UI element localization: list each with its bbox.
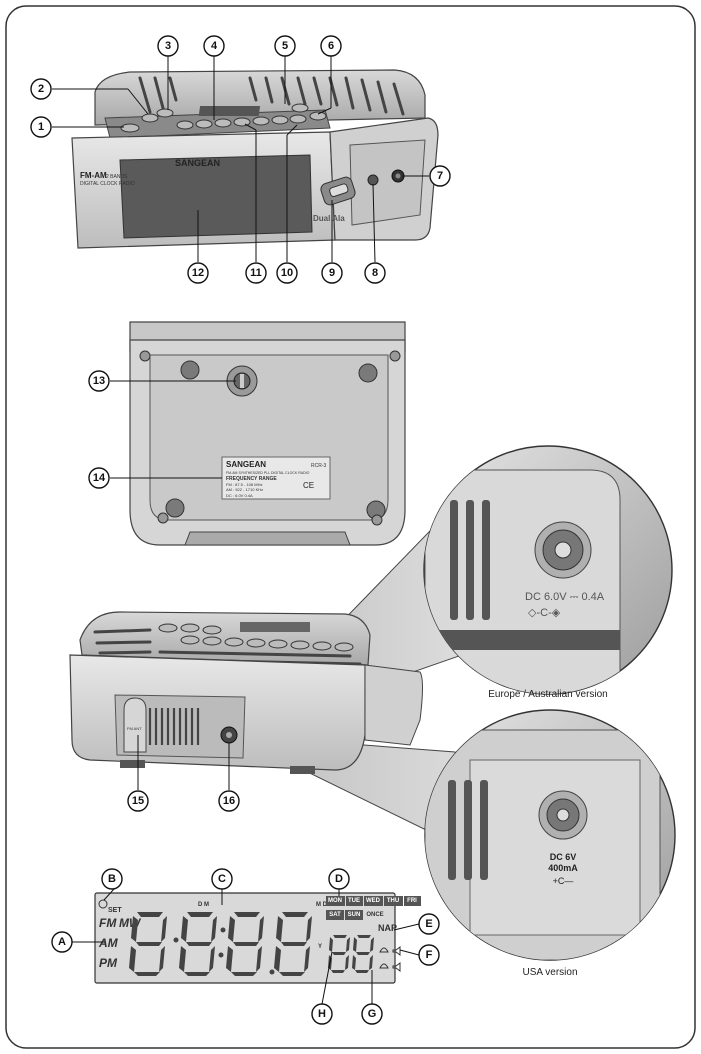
lcd-day-fri-box xyxy=(404,896,421,906)
lcd-pm: PM xyxy=(99,956,118,970)
zoom-eu-rating: DC 6.0V ⎓ 0.4A xyxy=(525,591,605,603)
callout-e: E xyxy=(425,918,432,930)
callout-1: 1 xyxy=(38,121,44,133)
bottom-label-am: AM : 522 - 1710 KHz xyxy=(226,487,263,492)
lcd-day-fri: FRI xyxy=(407,898,417,904)
front-side-text: Dual Ala xyxy=(313,214,345,223)
lcd-am: AM xyxy=(98,936,119,950)
zoom-us-rating2: 400mA xyxy=(548,863,578,873)
zoom-eu-polarity: ◇-C-◈ xyxy=(528,607,561,619)
bottom-label-freq-title: FREQUENCY RANGE xyxy=(226,476,277,482)
lcd-day-thu: THU xyxy=(387,898,399,904)
lcd-set: SET xyxy=(108,907,122,914)
rear-antenna-text: FM ANT xyxy=(127,726,142,731)
callout-g: G xyxy=(368,1008,377,1020)
callout-5: 5 xyxy=(282,40,288,52)
bottom-label-fm: FM : 87.5 - 108 MHz xyxy=(226,482,262,487)
callout-h: H xyxy=(318,1008,326,1020)
zoom-us-detail: DC 6V 400mA +C— USA version xyxy=(424,709,676,978)
bottom-label-brand: SANGEAN xyxy=(226,460,266,469)
lcd-day-thu-box xyxy=(384,896,403,906)
callout-7: 7 xyxy=(437,170,443,182)
rear-view-illustration: FM ANT 15 16 xyxy=(69,611,423,812)
zoom-eu-detail: DC 6.0V ⎓ 0.4A ◇-C-◈ Europe / Australian… xyxy=(423,445,673,700)
lcd-day-sat: SAT xyxy=(329,912,341,918)
lcd-day-mon: MON xyxy=(328,898,342,904)
callout-11: 11 xyxy=(250,267,262,279)
callout-16: 16 xyxy=(223,795,235,807)
callout-10: 10 xyxy=(281,267,293,279)
lcd-y: Y xyxy=(318,944,322,950)
callout-9: 9 xyxy=(329,267,335,279)
callout-14: 14 xyxy=(93,472,106,484)
front-brand-text: SANGEAN xyxy=(175,158,220,168)
lcd-day-sat-box xyxy=(326,910,344,920)
callout-b: B xyxy=(108,873,116,885)
bottom-view-illustration: SANGEAN RCR-3 FM-AM SYNTHESIZED PLL DIGI… xyxy=(88,321,406,546)
lcd-small-digits xyxy=(328,935,374,973)
lcd-day-once: ONCE xyxy=(366,912,383,918)
callout-13: 13 xyxy=(93,375,105,387)
bottom-label-model: RCR-3 xyxy=(311,463,326,469)
lcd-nap: NAP xyxy=(378,923,397,933)
zoom-us-polarity: +C— xyxy=(553,876,574,886)
lcd-fm: FM xyxy=(99,916,117,930)
lcd-big-digits xyxy=(129,912,312,976)
front-view-illustration: SANGEAN FM-AM 2 BANDS DIGITAL CLOCK RADI… xyxy=(30,35,451,284)
lcd-day-sun: SUN xyxy=(348,912,361,918)
callout-f: F xyxy=(426,949,433,961)
callout-6: 6 xyxy=(328,40,334,52)
zoom-us-caption: USA version xyxy=(522,967,577,978)
lcd-mw: MW xyxy=(119,916,142,930)
lcd-alarm-icons xyxy=(379,946,401,972)
callout-d: D xyxy=(335,873,343,885)
bottom-label-ce: CE xyxy=(303,481,314,490)
lcd-day-tue: TUE xyxy=(348,898,360,904)
lcd-diagram: SET FM MW AM PM xyxy=(51,868,440,1025)
lcd-day-sun-box xyxy=(345,910,363,920)
callout-4: 4 xyxy=(211,40,218,52)
callout-a: A xyxy=(58,936,66,948)
front-model-subtext: 2 BANDS xyxy=(106,174,128,180)
front-model-text: FM-AM xyxy=(80,171,107,180)
callout-12: 12 xyxy=(192,267,204,279)
callout-3: 3 xyxy=(165,40,171,52)
front-model-subtext2: DIGITAL CLOCK RADIO xyxy=(80,181,135,187)
callout-15: 15 xyxy=(132,795,144,807)
zoom-eu-caption: Europe / Australian version xyxy=(488,689,608,700)
lcd-md: M D xyxy=(316,902,328,908)
callout-c: C xyxy=(218,873,226,885)
bottom-label-line1: FM-AM SYNTHESIZED PLL DIGITAL CLOCK RADI… xyxy=(226,471,310,475)
callout-8: 8 xyxy=(372,267,378,279)
lcd-days-row1: MON TUE WED xyxy=(326,896,383,906)
lcd-day-wed: WED xyxy=(366,898,381,904)
lcd-dm: D M xyxy=(198,902,209,908)
callout-2: 2 xyxy=(38,83,44,95)
bottom-label-power: DC : 6.0V 0.4A xyxy=(226,493,253,498)
zoom-us-rating1: DC 6V xyxy=(550,852,577,862)
